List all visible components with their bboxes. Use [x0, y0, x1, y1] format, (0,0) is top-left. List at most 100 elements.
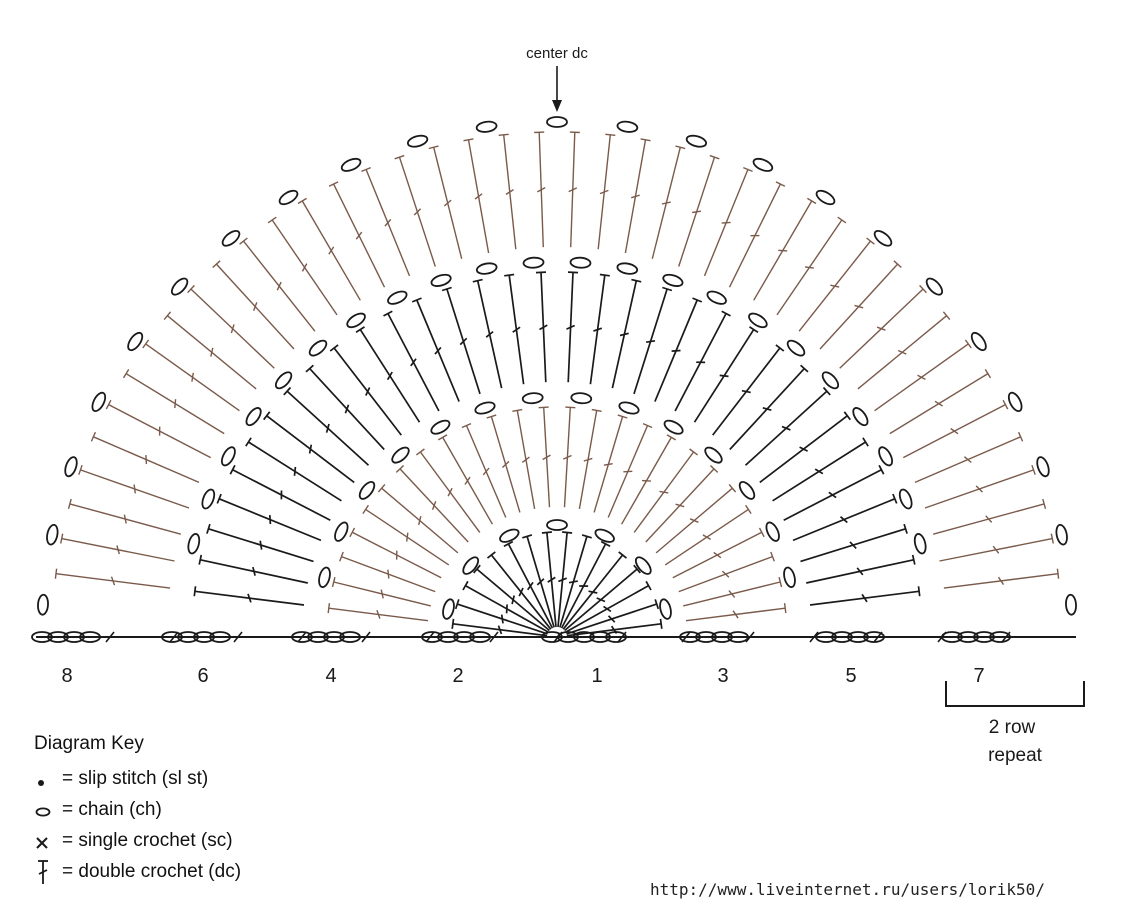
double-crochet-top [305, 364, 314, 373]
double-crochet-tick [116, 545, 120, 555]
chain-stitch [406, 134, 429, 148]
double-crochet-tick [804, 266, 814, 269]
double-crochet-top [473, 564, 481, 574]
chain-stitch [462, 556, 480, 575]
double-crochet-tick [252, 566, 256, 576]
double-crochet-tick [443, 199, 452, 207]
double-crochet-tick [500, 614, 504, 624]
chain-stitch [898, 488, 913, 510]
double-crochet-tick [536, 578, 545, 586]
double-crochet-tick [828, 491, 837, 499]
double-crochet-tick [950, 427, 959, 435]
double-crochet-tick [985, 515, 993, 523]
chain-stitch [201, 488, 216, 510]
double-crochet-tick [501, 460, 510, 469]
double-crochet-tick [413, 208, 422, 216]
double-crochet-top [775, 181, 786, 187]
chain-stitch [522, 256, 545, 269]
chain-stitch [64, 456, 78, 478]
double-crochet-top [327, 603, 331, 614]
double-crochet-top [349, 527, 356, 538]
double-crochet-tick [447, 487, 453, 497]
double-crochet-top [709, 154, 720, 160]
chain-stitch [663, 419, 684, 435]
double-crochet-top [692, 297, 703, 303]
double-crochet-tick [539, 324, 548, 331]
double-crochet-tick [719, 374, 729, 378]
double-crochet-tick [917, 374, 926, 381]
double-crochet-tick [897, 349, 907, 355]
double-crochet-tick [849, 541, 857, 549]
double-crochet-tick [861, 593, 868, 603]
double-crochet-top [721, 310, 731, 317]
double-crochet-tick [566, 324, 576, 330]
chain-stitch [475, 120, 498, 133]
chain-stitch [430, 273, 452, 287]
double-crochet-tick [671, 349, 681, 352]
double-crochet-top [383, 310, 393, 317]
row-label: 8 [61, 665, 72, 687]
double-crochet-tick [603, 605, 612, 613]
double-crochet-tick [387, 569, 390, 579]
double-crochet-tick [174, 399, 177, 409]
double-crochet-tick [301, 263, 308, 272]
double-crochet-tick [814, 468, 824, 475]
chain-stitch [783, 566, 796, 588]
chain-stitch [925, 277, 944, 296]
double-crochet-top [522, 534, 533, 539]
double-crochet-tick [607, 615, 616, 623]
double-crochet-tick [675, 503, 685, 508]
double-crochet-top [212, 260, 221, 269]
chain-stitch [634, 556, 652, 575]
double-crochet-top [633, 564, 641, 574]
chain-stitch [245, 407, 262, 427]
double-crochet-tick [210, 347, 214, 357]
double-crochet-top [662, 286, 673, 292]
double-crochet-top [617, 414, 628, 419]
double-crochet-top [942, 311, 951, 321]
double-crochet-tick [563, 454, 572, 460]
double-crochet-top [60, 533, 64, 544]
double-crochet-top [245, 437, 252, 447]
double-crochet-top [964, 339, 972, 349]
double-crochet-top [428, 145, 439, 150]
double-crochet-tick [568, 580, 578, 584]
double-crochet-tick [527, 581, 534, 591]
key-row-slip-stitch: = slip stitch (sl st) [34, 763, 364, 794]
repeat-bracket [945, 681, 1085, 707]
chain-stitch [274, 371, 293, 390]
chain-stitch [221, 229, 241, 247]
double-crochet-tick [511, 595, 516, 605]
double-crochet-top [640, 138, 651, 142]
chain-stitch [618, 401, 640, 415]
double-crochet-top [283, 386, 292, 396]
double-crochet-top [415, 448, 425, 456]
double-crochet-top [654, 599, 660, 610]
double-crochet-top [441, 286, 452, 292]
double-crochet-tick [355, 231, 363, 240]
repeat-label-line2: repeat [988, 745, 1043, 766]
chain-stitch [340, 157, 362, 172]
double-crochet-top [675, 145, 686, 150]
double-crochet-tick [631, 194, 640, 199]
double-crochet-tick [728, 590, 736, 598]
key-text: = double crochet (dc) [62, 860, 242, 882]
double-crochet-tick [276, 281, 282, 291]
double-crochet-tick [518, 587, 524, 597]
chain-stitch [346, 312, 366, 329]
key-row-single-crochet: = single crochet (sc) [34, 825, 364, 856]
double-crochet-tick [328, 246, 335, 255]
double-crochet-top [591, 408, 602, 412]
double-crochet-tick [963, 456, 972, 464]
double-crochet-top [54, 568, 58, 579]
double-crochet-tick [781, 425, 791, 431]
double-crochet-top [666, 434, 677, 441]
double-crochet-tick [308, 444, 313, 454]
key-text: = chain (ch) [62, 798, 162, 820]
double-crochet-top [163, 311, 172, 321]
chain-stitch [187, 533, 201, 555]
double-crochet-tick [689, 518, 699, 523]
double-crochet-tick [721, 221, 731, 224]
